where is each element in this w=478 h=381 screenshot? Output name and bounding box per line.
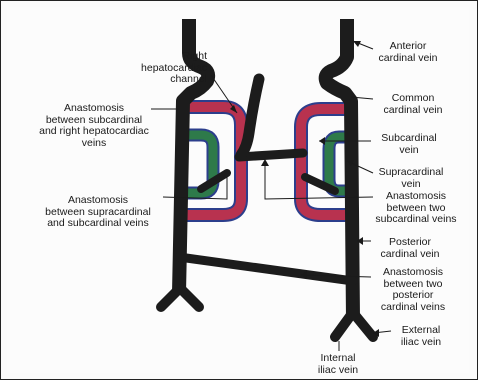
label-common-cardinal-vein: Common cardinal vein: [365, 93, 461, 116]
subcardinal-anastomosis: [239, 153, 303, 157]
label-anastomosis-two-posterior: Anastomosis between two posterior cardin…: [365, 267, 461, 313]
left-external-iliac: [161, 289, 179, 307]
label-subcardinal-vein: Subcardinal vein: [369, 133, 449, 156]
label-posterior-cardinal-vein: Posterior cardinal vein: [365, 237, 455, 260]
label-anastomosis-subcardinal-hepatocardiac: Anastomosis between subcardinal and righ…: [29, 103, 159, 149]
posterior-cardinal-anastomosis: [179, 257, 353, 281]
label-anastomosis-supracardinal-subcardinal: Anastomosis between supracardinal and su…: [29, 195, 167, 230]
label-right-hepatocardiac-channel: Right hepatocardiac channel: [87, 51, 207, 86]
right-internal-iliac: [335, 315, 351, 337]
label-anastomosis-two-subcardinal: Anastomosis between two subcardinal vein…: [365, 191, 467, 226]
arrowhead-subcardinal: [319, 137, 325, 145]
label-supracardinal-vein: Supracardinal vein: [367, 167, 455, 190]
left-internal-iliac: [181, 289, 199, 307]
label-anterior-cardinal-vein: Anterior cardinal vein: [363, 41, 453, 64]
label-internal-iliac-vein: Internal iliac vein: [303, 353, 373, 376]
right-supracardinal-vein: [329, 137, 347, 191]
right-external-iliac: [355, 315, 373, 337]
label-external-iliac-vein: External iliac vein: [381, 325, 461, 348]
